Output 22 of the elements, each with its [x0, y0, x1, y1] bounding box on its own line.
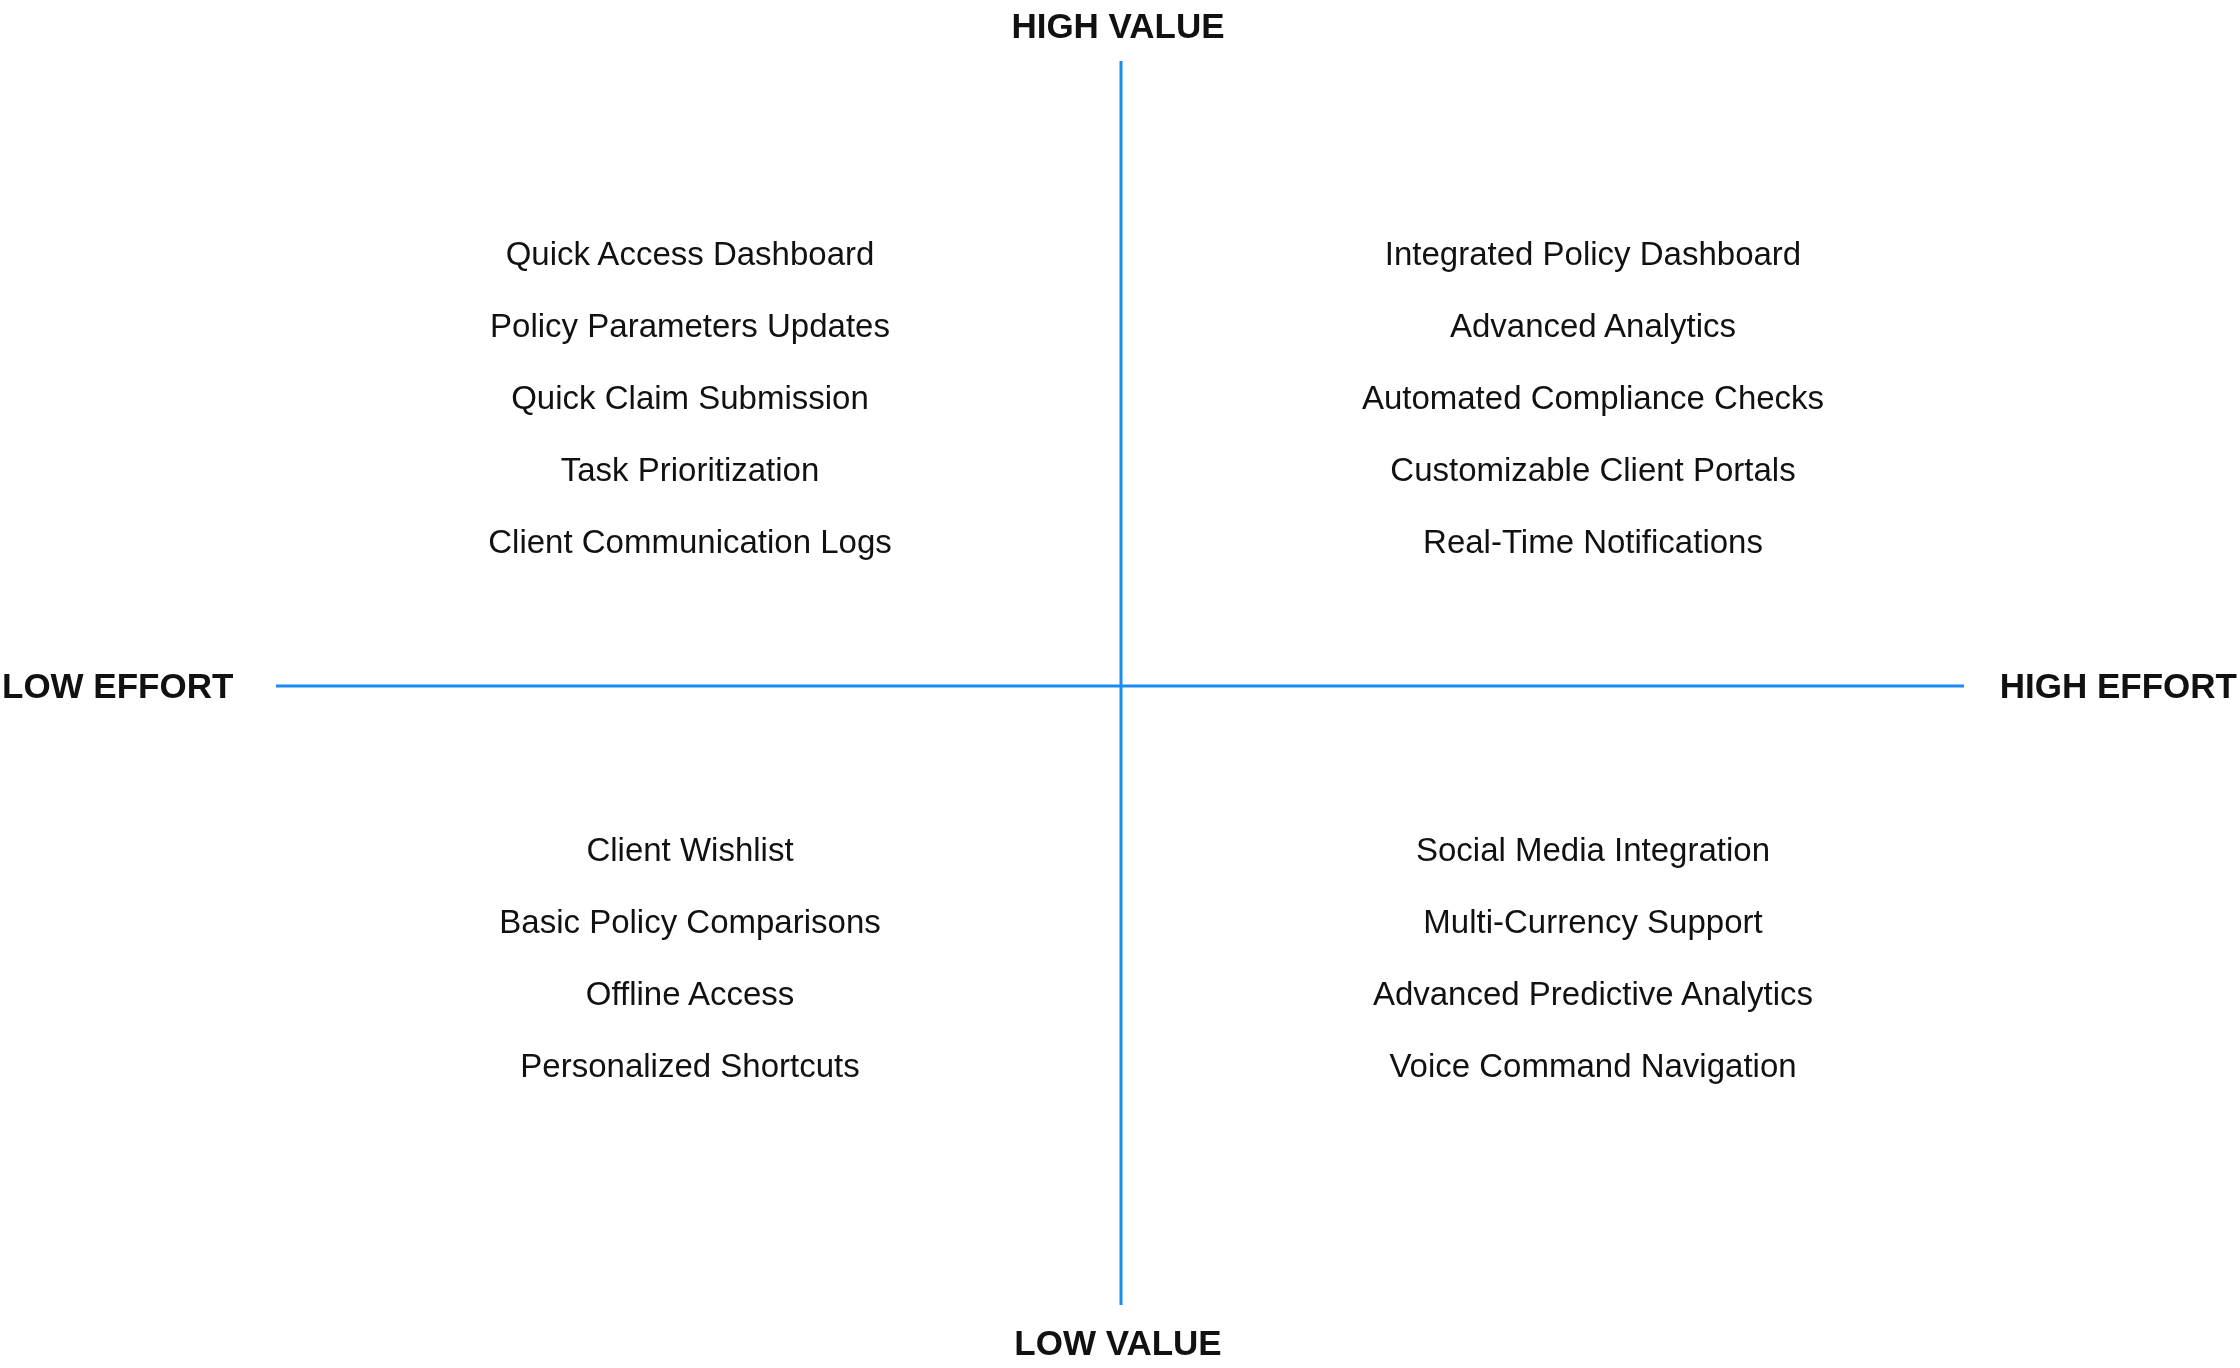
feature-label: Client Communication Logs — [488, 523, 892, 561]
feature-label: Offline Access — [585, 975, 795, 1013]
feature-label: Customizable Client Portals — [1390, 451, 1796, 489]
axis-label: LOW EFFORT — [2, 665, 234, 707]
feature-label: Advanced Predictive Analytics — [1372, 975, 1814, 1013]
feature-label: Basic Policy Comparisons — [499, 903, 881, 941]
feature-label: Advanced Analytics — [1449, 307, 1737, 345]
feature-label: Quick Access Dashboard — [505, 235, 875, 273]
axis-label: HIGH EFFORT — [1999, 665, 2237, 707]
feature-label: Policy Parameters Updates — [490, 307, 890, 345]
feature-label: Personalized Shortcuts — [520, 1047, 860, 1085]
feature-label: Multi-Currency Support — [1423, 903, 1763, 941]
axis-label: HIGH VALUE — [1011, 5, 1225, 47]
feature-label: Social Media Integration — [1416, 831, 1770, 869]
feature-label: Client Wishlist — [586, 831, 794, 869]
feature-label: Quick Claim Submission — [511, 379, 869, 417]
feature-label: Real-Time Notifications — [1423, 523, 1763, 561]
axis-label: LOW VALUE — [1014, 1322, 1222, 1364]
feature-label: Voice Command Navigation — [1389, 1047, 1797, 1085]
feature-label: Task Prioritization — [560, 451, 820, 489]
feature-label: Automated Compliance Checks — [1361, 379, 1825, 417]
feature-label: Integrated Policy Dashboard — [1384, 235, 1802, 273]
